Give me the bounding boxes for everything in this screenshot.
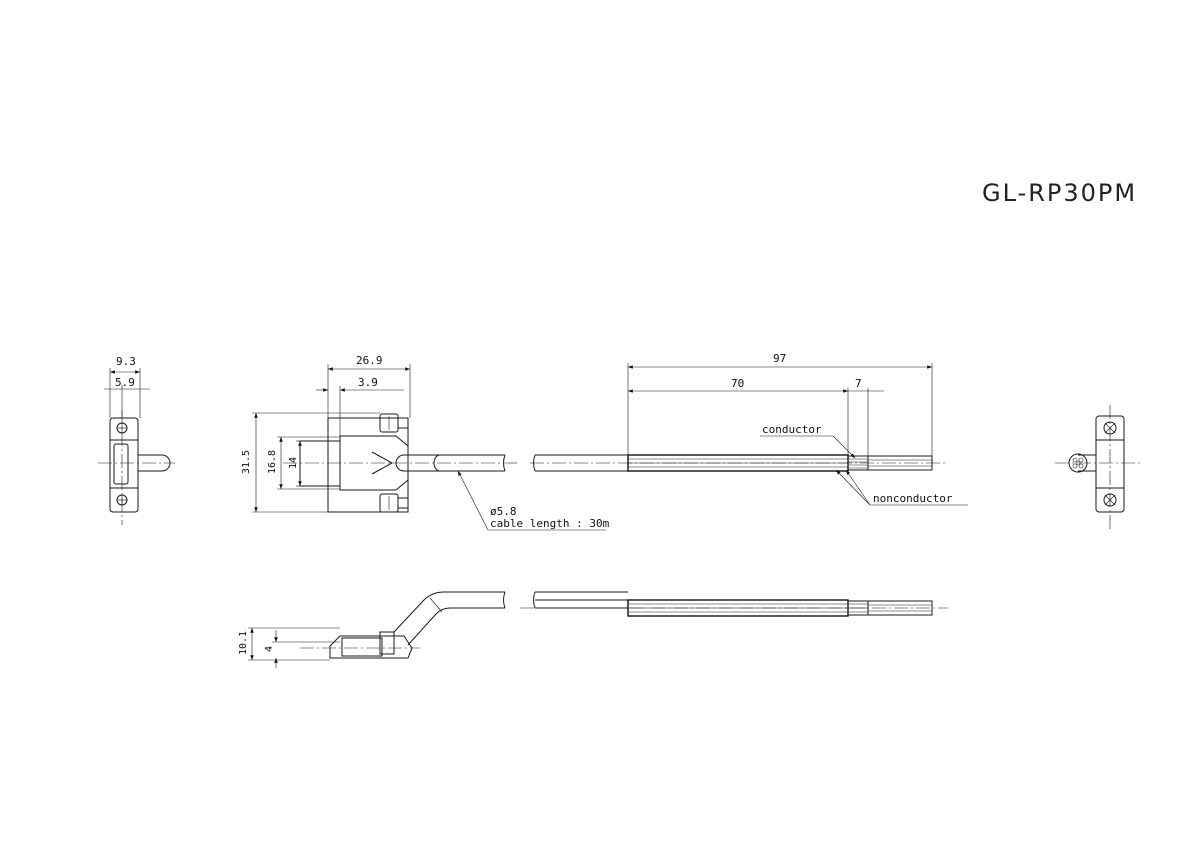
dim-3-9: 3.9 [358, 376, 378, 389]
dim-10-1: 10.1 [238, 631, 249, 655]
dim-4: 4 [264, 646, 275, 652]
left-end-view [98, 368, 175, 525]
dim-26-9: 26.9 [356, 354, 383, 367]
nonconductor-label: nonconductor [873, 492, 953, 505]
dim-70: 70 [731, 377, 744, 390]
dim-14: 14 [288, 457, 299, 469]
dim-7: 7 [855, 377, 862, 390]
part-number-title: GL-RP30PM [982, 179, 1137, 207]
dim-5-9: 5.9 [115, 376, 135, 389]
diameter-label: ø5.8 [490, 505, 517, 518]
side-view [248, 591, 948, 668]
dim-16-8: 16.8 [267, 450, 278, 474]
dim-9-3: 9.3 [116, 355, 136, 368]
right-end-view [1055, 405, 1140, 530]
dim-31-5: 31.5 [241, 450, 252, 474]
cable-length-label: cable length : 30m [490, 517, 610, 530]
dim-97: 97 [773, 352, 786, 365]
conductor-label: conductor [762, 423, 822, 436]
front-view [252, 363, 968, 531]
